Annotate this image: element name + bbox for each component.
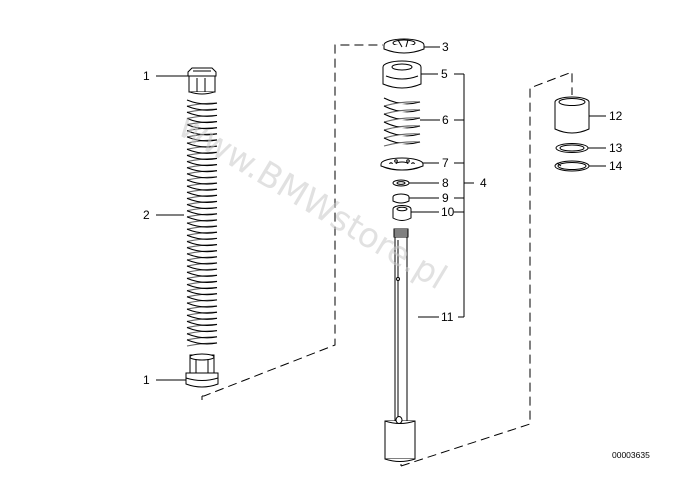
top-spring-cap [187, 67, 217, 95]
callout-14: 14 [609, 159, 623, 173]
spring-coil-back [186, 342, 218, 347]
spring-coil-back [186, 243, 218, 249]
spring-coil-back [186, 114, 218, 119]
spring-coil-back [186, 274, 218, 279]
left-dashed-frame [201, 44, 383, 400]
callout-10: 10 [441, 205, 455, 219]
callout-8: 8 [442, 176, 449, 190]
spring-coil-back [186, 330, 218, 335]
spring-coil-back [186, 213, 218, 218]
bushing [392, 205, 412, 221]
spring-coil-back [186, 280, 218, 286]
callout-9: 9 [442, 191, 449, 205]
sleeve [554, 96, 590, 134]
diagram-reference-number: 00003635 [612, 450, 650, 460]
middle-dashed-frame [400, 71, 573, 467]
spring-coil-back [186, 311, 218, 316]
spring-coil-back [186, 231, 218, 236]
spring-coil-back [186, 336, 218, 341]
spring-coil-back [186, 317, 218, 322]
spring-coil-back [186, 225, 218, 230]
damper-tube [384, 228, 416, 462]
spring-coil-back [186, 256, 218, 261]
spring-coil-back [186, 219, 218, 224]
coil-spring [186, 99, 218, 347]
spring-coil-back [186, 127, 218, 132]
leader-lines [156, 46, 606, 381]
spring-collar [382, 60, 422, 89]
retaining-clip [383, 38, 425, 54]
callout-6: 6 [442, 113, 449, 127]
sleeve-assembly [554, 96, 590, 172]
callout-1-bottom: 1 [143, 373, 150, 387]
spring-coil-back [186, 151, 218, 156]
spring-coil-back [186, 293, 218, 298]
spring-coil-back [186, 133, 218, 138]
spring-coil-back [383, 133, 421, 139]
callout-7: 7 [442, 156, 449, 170]
spring-coil-back [186, 157, 218, 163]
bottom-spring-cap [185, 353, 219, 388]
callout-1-top: 1 [143, 69, 150, 83]
callout-13: 13 [609, 141, 623, 155]
spring-coil-back [186, 176, 218, 181]
spring-coil-back [186, 188, 218, 193]
spring-coil-back [383, 117, 421, 123]
callout-2: 2 [143, 208, 150, 222]
spring-coil-back [186, 207, 218, 212]
short-spring [383, 97, 421, 147]
spring-coil-back [186, 268, 218, 273]
flat-ring [555, 143, 589, 153]
spring-coil-back [186, 200, 218, 206]
spring-coil-back [186, 108, 218, 113]
callout-4: 4 [480, 176, 487, 190]
callout-3: 3 [442, 40, 449, 54]
callout-12: 12 [609, 109, 623, 123]
spring-coil-back [186, 237, 218, 242]
o-ring [392, 193, 410, 204]
spring-coil-back [383, 101, 421, 107]
spring-coil-back [186, 139, 218, 144]
small-ring [392, 179, 410, 187]
spring-coil-back [383, 109, 421, 115]
spring-assembly [185, 67, 219, 388]
damper-assembly [380, 38, 425, 462]
spring-coil-back [186, 194, 218, 199]
perforated-washer [380, 157, 424, 171]
spring-coil-back [186, 164, 218, 169]
spring-coil-back [186, 250, 218, 255]
spring-coil-back [186, 120, 218, 126]
callout-5: 5 [441, 67, 448, 81]
spring-coil-back [186, 102, 218, 107]
spring-coil-back [186, 299, 218, 304]
spring-coil-back [186, 287, 218, 292]
callout-11: 11 [441, 310, 454, 324]
spring-coil-back [383, 141, 421, 147]
spring-coil-back [186, 182, 218, 187]
spring-coil-back [186, 323, 218, 329]
spring-coil-back [186, 262, 218, 267]
spring-coil-back [186, 170, 218, 175]
callout-numbers: 1 2 1 3 5 6 7 8 4 9 10 11 12 13 14 [143, 40, 623, 387]
circlip [554, 160, 590, 172]
spring-coil-back [186, 145, 218, 150]
spring-coil-back [186, 305, 218, 310]
spring-coil-back [383, 125, 421, 131]
